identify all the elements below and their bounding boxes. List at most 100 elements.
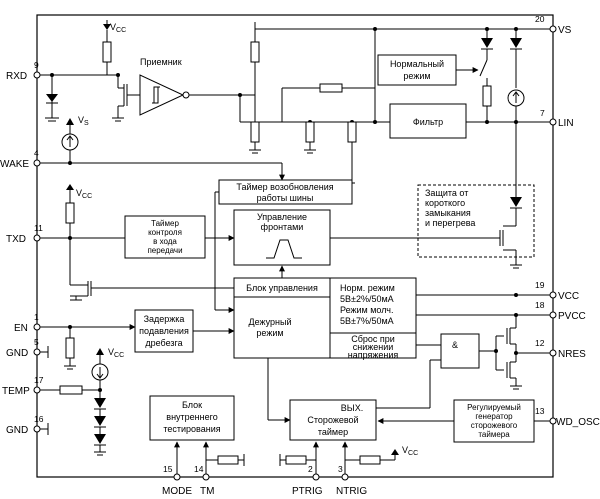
pin-vs-label: VS (558, 25, 572, 36)
pin-en: EN 1 (14, 312, 41, 334)
pin-ptrig-number: 2 (308, 464, 313, 474)
tx-timer-line4: передачи (147, 246, 182, 255)
pin-txd-number: 11 (34, 223, 43, 233)
pin-ntrig-number: 3 (338, 464, 343, 474)
pin-gnd-16-label: GND (6, 425, 28, 436)
txd-section: VCC Таймер контроля в хода передачи (40, 184, 235, 301)
debounce-line2: подавления (139, 326, 189, 336)
wakeup-timer-line1: Таймер возобновления (236, 182, 333, 192)
pin-gnd-16-number: 16 (34, 414, 44, 424)
control-unit-outline (233, 277, 417, 359)
pin-tm-label: TM (200, 486, 214, 497)
normal-mode-line2: режим (403, 71, 430, 81)
lin-divider-resistor-2 (347, 121, 357, 143)
wd-generator-line1: Регулируемый (467, 403, 521, 412)
pin-vcc-label: VCC (558, 291, 579, 302)
vcc-arrow-icon (103, 24, 111, 30)
pin-temp-label: TEMP (2, 386, 30, 397)
and-gate (440, 333, 480, 369)
temp-diode-2 (94, 416, 106, 426)
receiver-label: Приемник (140, 57, 182, 67)
control-unit-section: Блок управления Дежурный режим Норм. реж… (233, 277, 550, 360)
slope-waveform-icon (266, 239, 302, 259)
pin-rxd-number: 9 (34, 60, 39, 70)
wd-generator-line2: генератор (475, 412, 513, 421)
normal-mode-block (377, 54, 457, 86)
pin-pvcc: PVCC 18 (535, 300, 586, 322)
wd-generator-line4: таймера (478, 430, 510, 439)
wd-generator-line3: сторожевого (471, 421, 518, 430)
pin-vs-number: 20 (535, 14, 545, 24)
pin-en-number: 1 (34, 312, 39, 322)
test-unit-line1: Блок (182, 400, 202, 410)
pin-tm-number: 14 (194, 464, 204, 474)
pin-lin-number: 7 (540, 108, 545, 118)
pin-wake-number: 4 (34, 148, 39, 158)
standby-line1: Дежурный (249, 317, 292, 327)
debounce-line3: дребезга (145, 338, 182, 348)
vcc-supply-label-txd: VCC (76, 188, 92, 200)
modes-line4: 5В±7%/50мА (340, 316, 394, 326)
pin-gnd-5-number: 5 (34, 337, 39, 347)
rxd-section: VCC Приемник (40, 20, 261, 154)
wakeup-timer-section: Таймер возобновления работы шины (214, 179, 355, 313)
test-unit-line2: внутреннего (166, 412, 217, 422)
debounce-line1: Задержка (144, 314, 185, 324)
pin-lin: LIN 7 (540, 108, 574, 129)
receiver-filter-link (240, 83, 377, 183)
temp-section: VCC (40, 347, 124, 456)
filter-label: Фильтр (413, 117, 443, 127)
bus-resistor (319, 83, 343, 93)
slope-control-block (233, 209, 331, 266)
debounce-section: Задержка подавления дребезга (40, 309, 235, 370)
watchdog-block (289, 399, 377, 441)
tx-timer-line1: Таймер (151, 219, 179, 228)
receiver-comparator (139, 74, 185, 116)
pin-temp-number: 17 (34, 375, 44, 385)
modes-line3: Режим молч. (340, 305, 394, 315)
pin-txd-label: TXD (6, 234, 26, 245)
normal-mode-section: Нормальный режим (377, 29, 525, 122)
short-protection-line3: замыкания (425, 208, 471, 218)
ptrig-resistor (285, 455, 307, 465)
standby-line2: режим (256, 328, 283, 338)
slope-control-section: Управление фронтами (233, 209, 331, 278)
pin-nres: NRES 12 (535, 338, 586, 360)
lin-divider-resistor-1 (305, 121, 315, 143)
temp-diode-1 (94, 398, 106, 408)
divider-resistor-top (250, 41, 260, 63)
pin-mode-label: MODE (162, 486, 192, 497)
diode-icon (46, 94, 58, 102)
pin-temp: TEMP 17 (2, 375, 44, 397)
pin-ptrig: PTRIG 2 (292, 464, 323, 497)
normal-mode-line1: Нормальный (390, 59, 444, 69)
watchdog-line1: ВЫХ. (341, 403, 363, 413)
modes-line1: Норм. режим (340, 283, 395, 293)
pin-rxd: RXD 9 (6, 60, 41, 82)
protection-diode-icon (510, 197, 522, 207)
modes-line2: 5В±2%/50мА (340, 294, 394, 304)
en-pulldown-resistor (65, 337, 75, 359)
short-protection-line1: Защита от (425, 188, 468, 198)
control-unit-label: Блок управления (246, 283, 318, 293)
pin-lin-label: LIN (558, 118, 574, 129)
pin-ntrig-label: NTRIG (336, 486, 367, 497)
divider-resistor-bottom (250, 121, 260, 143)
vcc-supply-label-temp: VCC (108, 347, 124, 359)
wakeup-timer-line2: работы шины (257, 193, 314, 203)
pin-ptrig-label: PTRIG (292, 486, 323, 497)
pin-pvcc-number: 18 (535, 300, 545, 310)
short-protection-line4: и перегрева (425, 218, 475, 228)
pullup-resistor (102, 41, 112, 63)
test-unit-block (149, 395, 235, 441)
reset-line3: напряжения (348, 350, 399, 360)
temp-resistor (59, 385, 83, 395)
and-gate-section: & (440, 315, 550, 390)
tx-timer-line3: в хода (153, 237, 177, 246)
test-unit-section: Блок внутреннего тестирования (149, 395, 245, 474)
wd-generator-block (453, 399, 535, 443)
pin-nres-number: 12 (535, 338, 545, 348)
pin-pvcc-label: PVCC (558, 311, 586, 322)
vs-diode-icon-2 (510, 38, 522, 48)
mode-switch (479, 59, 488, 77)
